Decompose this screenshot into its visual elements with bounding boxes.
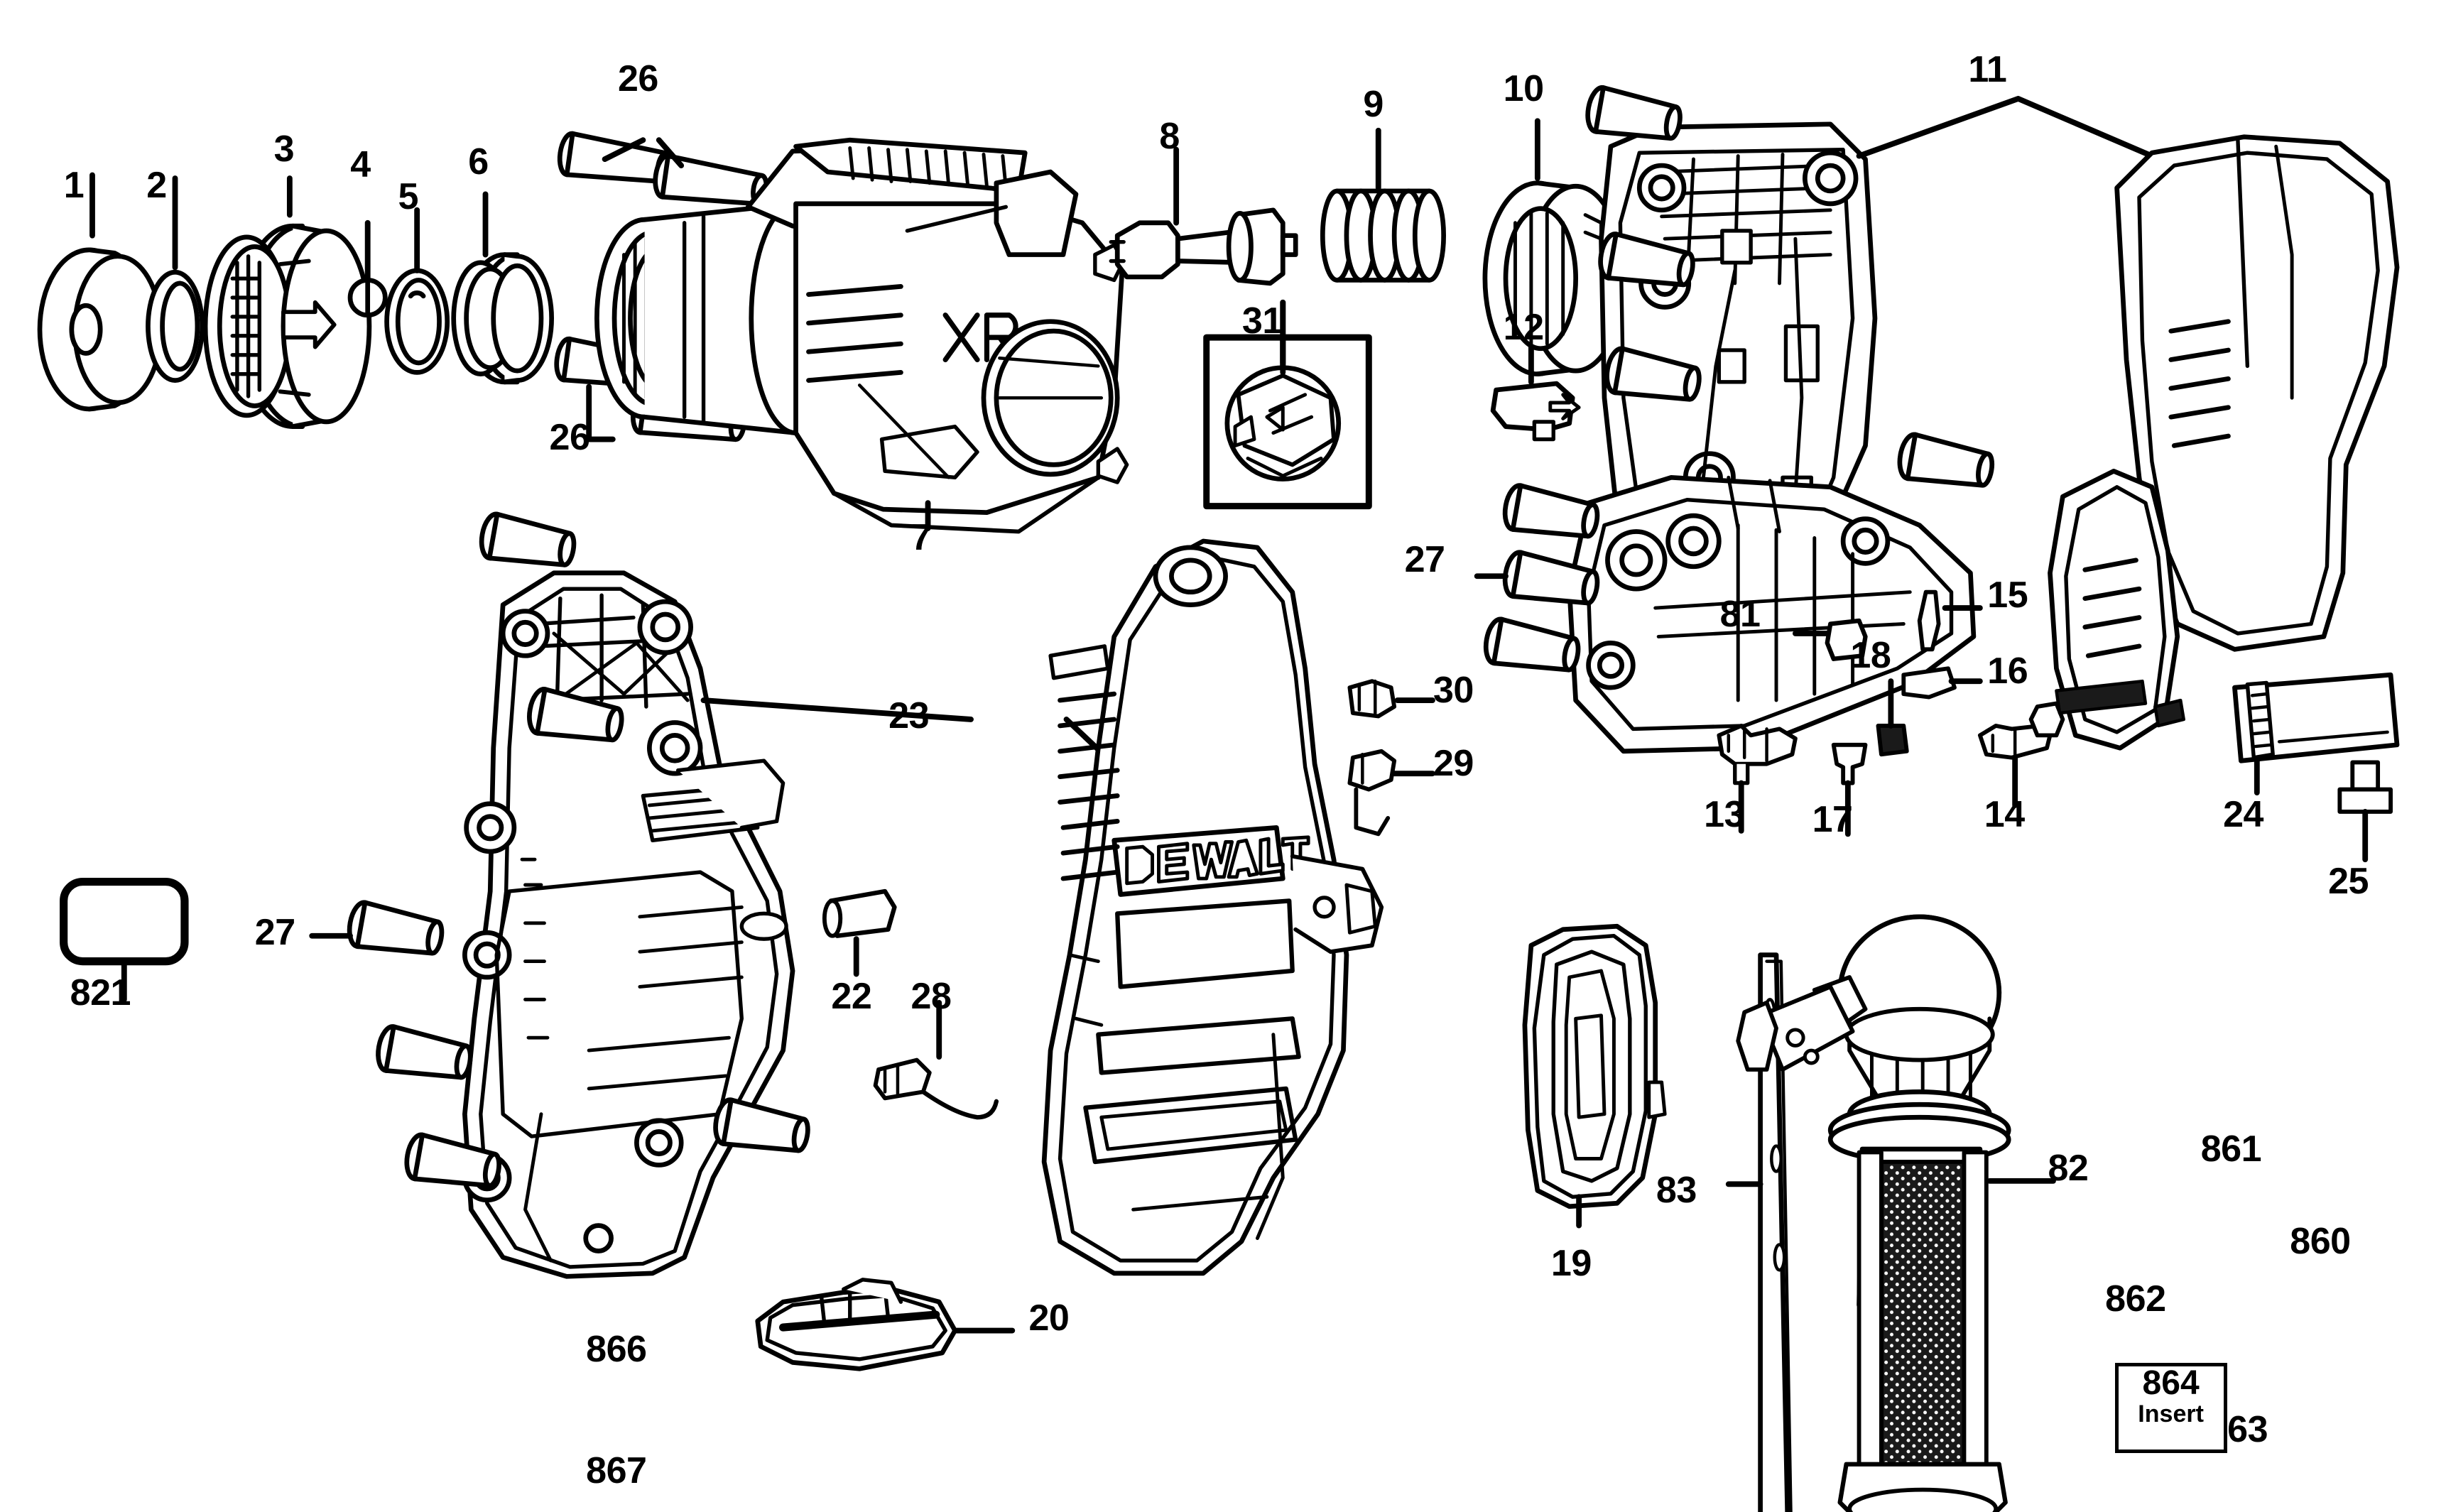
callout-26-top: 26 bbox=[617, 58, 658, 100]
callout-12: 12 bbox=[1503, 306, 1544, 348]
part-83-depth-rod bbox=[1758, 952, 1793, 1512]
callout-23: 23 bbox=[888, 695, 930, 737]
part-28-wire-connector bbox=[873, 1057, 999, 1120]
callout-860: 860 bbox=[2290, 1221, 2351, 1262]
part-18-sleeve bbox=[1876, 724, 1909, 757]
part-3-chuck-sleeve bbox=[202, 223, 372, 429]
callout-2: 2 bbox=[146, 165, 167, 207]
callout-20: 20 bbox=[1028, 1297, 1070, 1339]
callout-13: 13 bbox=[1704, 794, 1745, 836]
callout-861: 861 bbox=[2200, 1128, 2262, 1170]
callout-83: 83 bbox=[1656, 1170, 1697, 1212]
boxed-label-subtitle: Insert bbox=[2138, 1400, 2204, 1428]
part-1-dust-cap bbox=[37, 247, 163, 412]
callout-27-clamshell: 27 bbox=[254, 912, 295, 954]
callout-28: 28 bbox=[911, 975, 952, 1017]
callout-82: 82 bbox=[2048, 1147, 2089, 1189]
callout-24: 24 bbox=[2223, 794, 2263, 836]
part-15-leaf-spring bbox=[1917, 589, 1941, 652]
callout-7: 7 bbox=[911, 516, 932, 558]
part-82-side-handle bbox=[1736, 914, 2011, 1512]
callout-6: 6 bbox=[468, 141, 489, 183]
callout-867: 867 bbox=[586, 1450, 647, 1491]
callout-11: 11 bbox=[1968, 48, 2007, 90]
boxed-label-864-insert: 864 Insert bbox=[2114, 1363, 2227, 1453]
part-2-o-ring bbox=[146, 269, 205, 383]
callout-1: 1 bbox=[63, 165, 85, 207]
callout-27-case: 27 bbox=[1404, 539, 1445, 581]
dewalt-logo bbox=[1111, 825, 1310, 897]
callout-17: 17 bbox=[1812, 798, 1853, 840]
part-24-rail-block bbox=[2232, 672, 2400, 763]
boxed-label-number: 864 bbox=[2142, 1364, 2200, 1403]
callout-19: 19 bbox=[1550, 1243, 1592, 1285]
part-25-screw bbox=[2337, 760, 2393, 814]
callout-5: 5 bbox=[398, 176, 419, 218]
callout-866: 866 bbox=[586, 1329, 647, 1371]
part-19-battery-cover bbox=[1522, 923, 1667, 1209]
part-20-trigger-shoe bbox=[755, 1278, 957, 1371]
part-30-clip bbox=[1347, 679, 1397, 719]
callout-29: 29 bbox=[1433, 743, 1474, 785]
callout-30: 30 bbox=[1433, 670, 1474, 712]
part-7-gear-housing bbox=[594, 137, 1129, 534]
part-23-clamshell-right bbox=[1041, 538, 1384, 1276]
part-16-wedge bbox=[1901, 666, 1957, 700]
callout-10: 10 bbox=[1503, 67, 1544, 109]
part-14-contact bbox=[1977, 724, 2053, 760]
part-unnumbered-cube bbox=[2028, 701, 2065, 738]
callout-16: 16 bbox=[1987, 651, 2028, 692]
part-12-selector-lever bbox=[1490, 381, 1581, 442]
callout-4: 4 bbox=[350, 144, 371, 186]
callout-31: 31 bbox=[1241, 300, 1283, 342]
callout-22: 22 bbox=[831, 975, 872, 1017]
part-5-washer bbox=[384, 268, 450, 375]
part-29-bracket bbox=[1347, 749, 1397, 837]
callout-26-bottom: 26 bbox=[549, 416, 590, 458]
callout-18: 18 bbox=[1850, 634, 1891, 676]
callout-9: 9 bbox=[1363, 84, 1384, 126]
part-821-nameplate bbox=[60, 877, 189, 966]
callout-862: 862 bbox=[2105, 1278, 2166, 1320]
part-11-field-case-outer bbox=[2048, 134, 2400, 751]
callout-14: 14 bbox=[1984, 794, 2025, 836]
callout-81: 81 bbox=[1719, 593, 1761, 635]
part-13-switch-bracket bbox=[1717, 724, 1798, 785]
part-17-rubber-plug bbox=[1831, 742, 1868, 785]
part-8-mode-shaft bbox=[1109, 207, 1298, 286]
part-4-retaining-ball bbox=[347, 278, 388, 318]
callout-821: 821 bbox=[70, 972, 131, 1014]
callout-8: 8 bbox=[1159, 115, 1180, 157]
part-23-clamshell-left bbox=[462, 570, 795, 1279]
callout-25: 25 bbox=[2328, 861, 2369, 903]
part-31-inset-box bbox=[1203, 334, 1372, 510]
callout-15: 15 bbox=[1987, 574, 2028, 616]
callout-3: 3 bbox=[273, 128, 295, 170]
part-6-spring-cup bbox=[451, 252, 555, 385]
part-9-spring bbox=[1320, 188, 1446, 283]
part-22-pin bbox=[822, 888, 897, 938]
part-11-field-case-base bbox=[1567, 474, 1977, 754]
part-81-bushing bbox=[1825, 618, 1868, 661]
